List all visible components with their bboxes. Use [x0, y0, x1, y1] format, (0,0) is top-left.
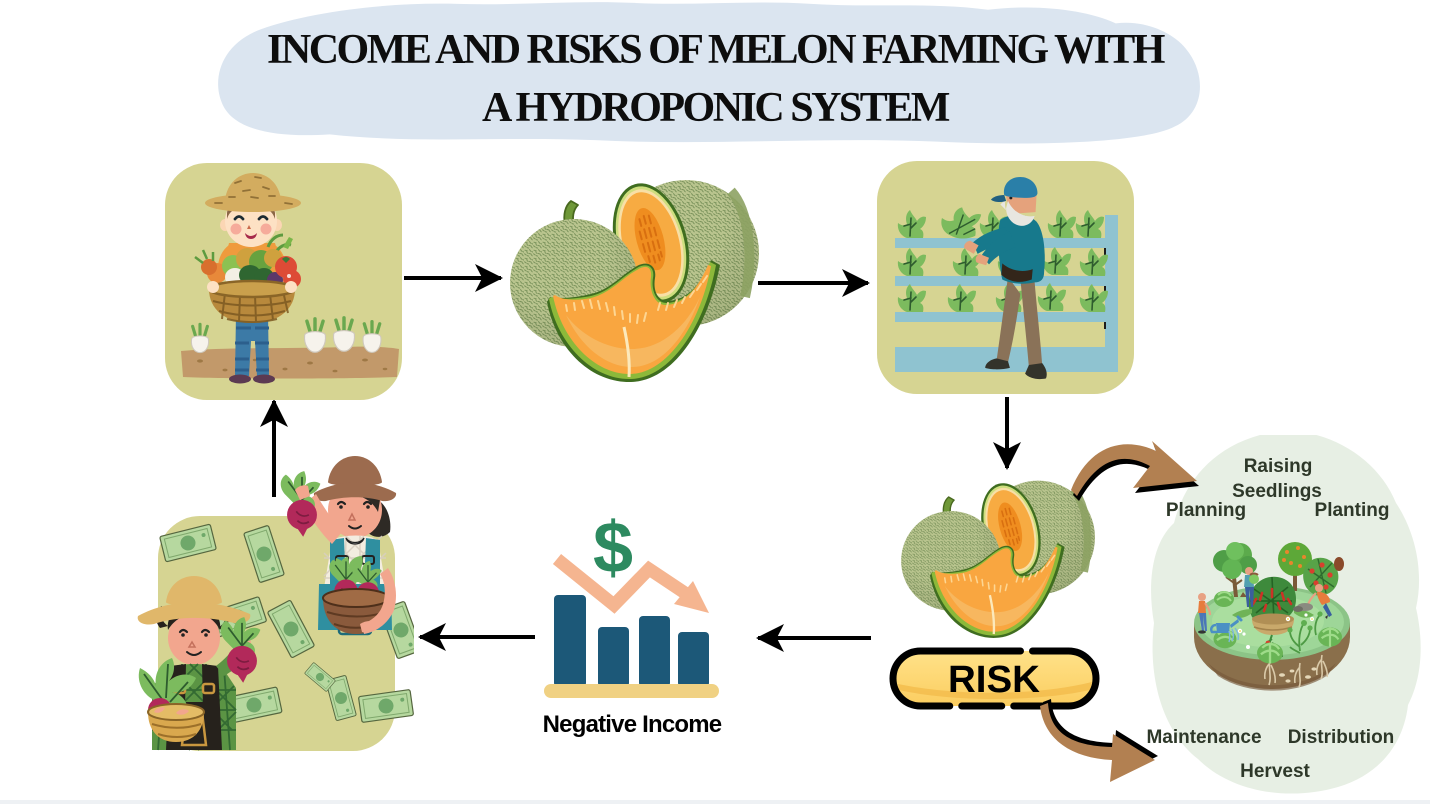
svg-text:RISK: RISK: [948, 659, 1041, 701]
svg-text:$: $: [593, 508, 633, 588]
